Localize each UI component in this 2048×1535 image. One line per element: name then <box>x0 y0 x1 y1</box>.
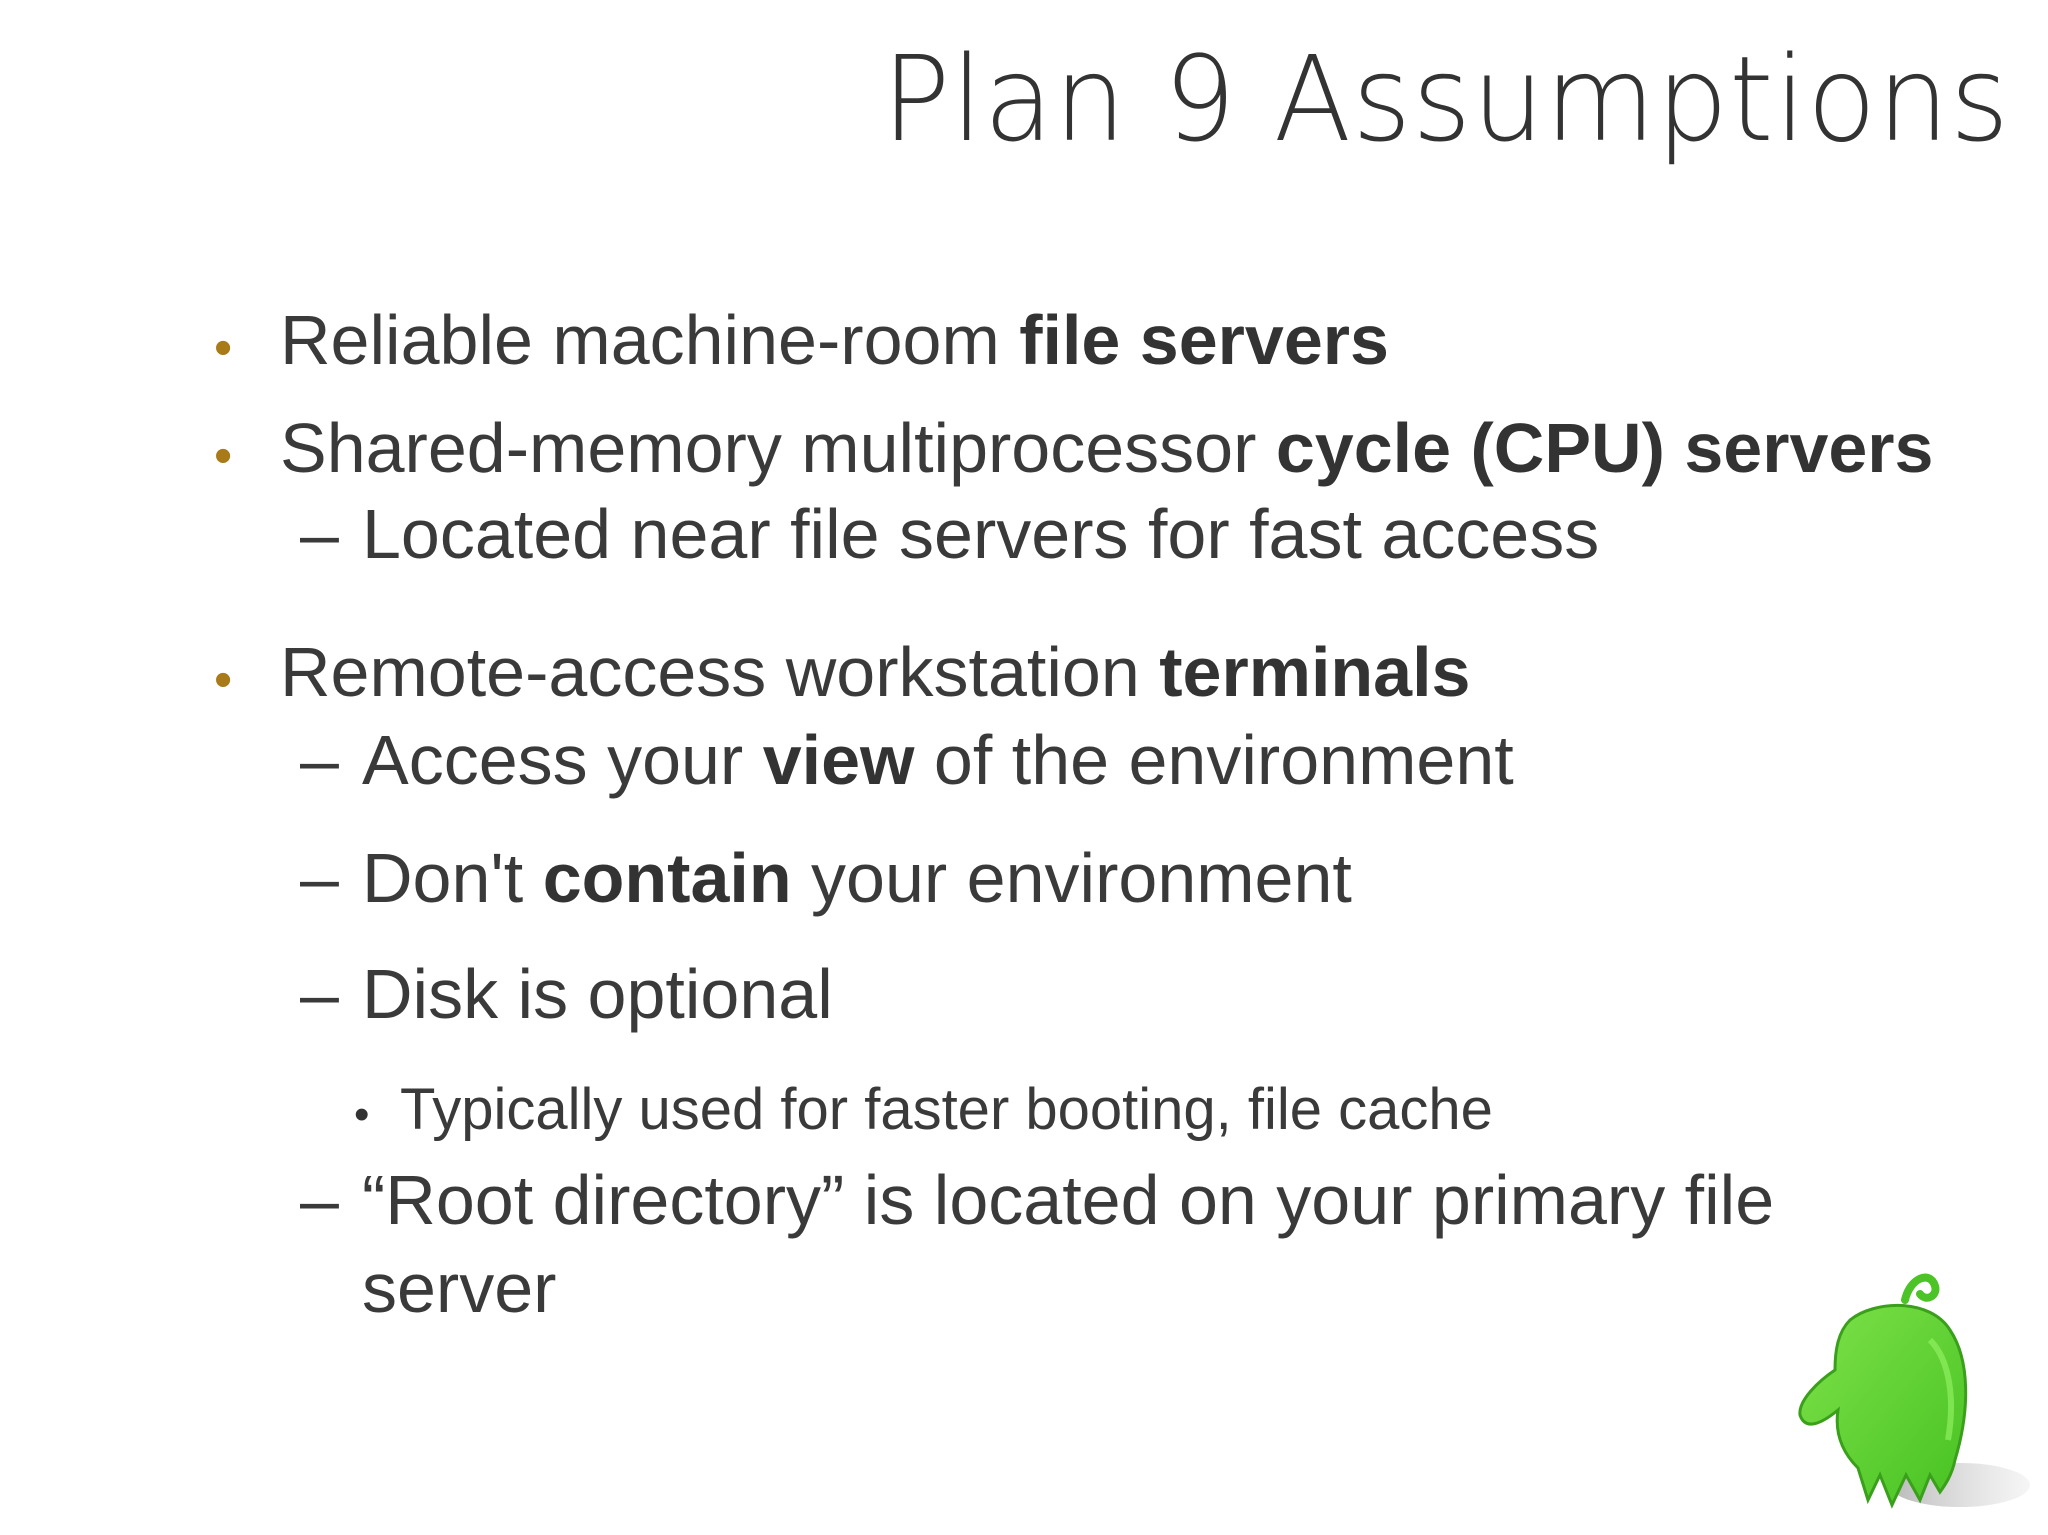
bullet-dot: • <box>214 651 233 709</box>
text-run: Located near file servers for fast acces… <box>362 495 1600 573</box>
text-run: of the environment <box>914 721 1514 799</box>
text-run: Typically used for faster booting, file … <box>400 1077 1493 1142</box>
bullet-text: “Root directory” is located on your prim… <box>362 1160 1774 1240</box>
text-run: your environment <box>791 839 1352 917</box>
bullet-text: Access your view of the environment <box>362 720 1514 800</box>
bullet-text: server <box>362 1248 556 1328</box>
bullet-dot: • <box>214 427 233 485</box>
slide-title: Plan 9 Assumptions <box>882 30 2010 168</box>
bullet-dash: – <box>300 839 339 917</box>
bullet-dash: – <box>300 495 339 573</box>
bullet-item-level-1: • Remote-access workstation terminals <box>214 632 1471 712</box>
bold-text: terminals <box>1159 633 1471 711</box>
bold-text: file servers <box>1019 301 1389 379</box>
text-run: “Root directory” is located on your prim… <box>362 1161 1775 1239</box>
bold-text: cycle (CPU) servers <box>1275 409 1934 487</box>
bullet-text: Don't contain your environment <box>362 838 1352 918</box>
text-run: Don't <box>362 839 543 917</box>
bullet-dash: – <box>300 1161 339 1239</box>
bullet-item-level-1: • Reliable machine-room file servers <box>214 300 1389 380</box>
bullet-dash: – <box>300 955 339 1033</box>
text-run: Disk is optional <box>362 955 833 1033</box>
text-run: server <box>362 1249 557 1327</box>
bullet-text: Located near file servers for fast acces… <box>362 494 1599 574</box>
bullet-item-level-1: • Shared-memory multiprocessor cycle (CPU… <box>214 408 1934 488</box>
bullet-dot: • <box>354 1090 370 1139</box>
plan9-glenda-mascot-icon <box>1798 1273 2030 1509</box>
text-run: Access your <box>362 721 763 799</box>
bullet-dash: – <box>300 721 339 799</box>
text-run: Reliable machine-room <box>280 301 1020 379</box>
text-run: Shared-memory multiprocessor <box>280 409 1276 487</box>
bold-text: contain <box>542 839 792 917</box>
bullet-text: Disk is optional <box>362 954 833 1034</box>
bullet-dot: • <box>214 319 233 377</box>
bullet-item-level-3: • Typically used for faster booting, file… <box>354 1076 1493 1143</box>
text-run: Remote-access workstation <box>280 633 1160 711</box>
bold-text: view <box>762 721 915 799</box>
